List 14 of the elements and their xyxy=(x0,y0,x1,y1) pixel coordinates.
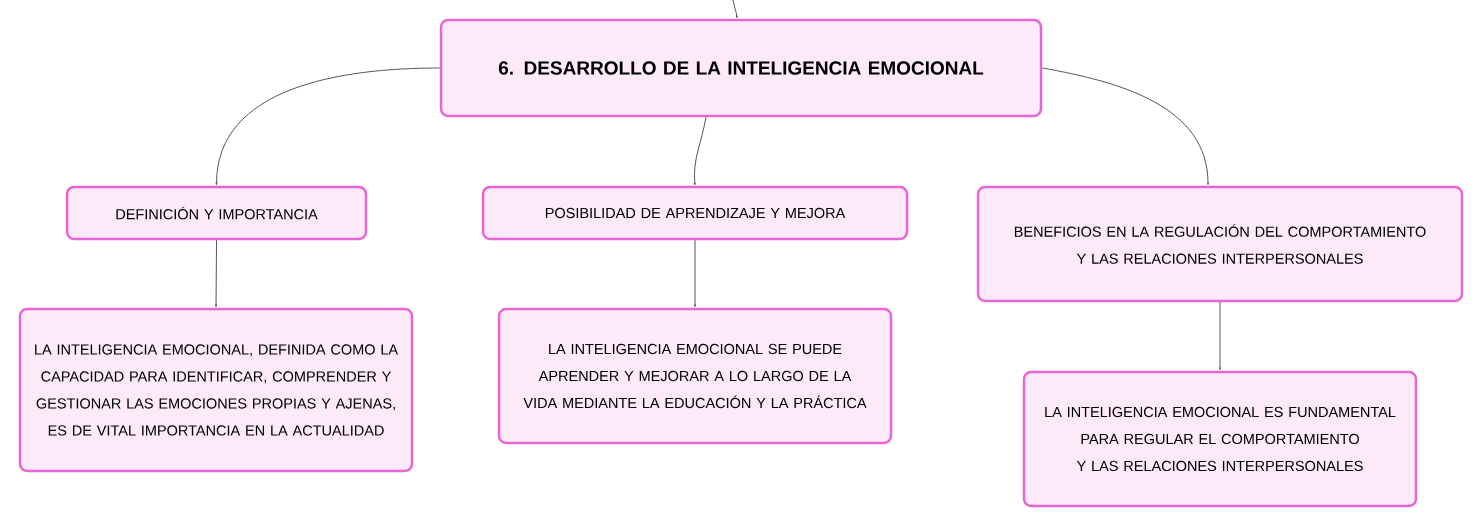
concept-box: LA INTELIGENCIA EMOCIONAL ES FUNDAMENTAL PARA REGULAR EL COMPORTAMIENTO Y LAS RELACIONES INTERPERSONALES xyxy=(1022,370,1418,508)
arrow xyxy=(1041,67,1210,186)
concept-box: POSIBILIDAD DE APRENDIZAJE Y MEJORA xyxy=(481,185,909,241)
arrow xyxy=(732,0,738,19)
concept-box: DEFINICIÓN Y IMPORTANCIA xyxy=(65,185,368,241)
arrow xyxy=(214,239,218,308)
concept-box: LA INTELIGENCIA EMOCIONAL SE PUEDE APRENDER Y MEJORAR A LO LARGO DE LA VIDA MEDIANTE LA EDUCACIÓN Y LA PRÁCTICA xyxy=(497,307,893,445)
topic-box: 6. DESARROLLO DE LA INTELIGENCIA EMOCIONAL xyxy=(439,18,1043,118)
arrow xyxy=(693,239,697,308)
arrow xyxy=(693,116,707,186)
arrow xyxy=(215,67,441,186)
concept-box: LA INTELIGENCIA EMOCIONAL, DEFINIDA COMO LA CAPACIDAD PARA IDENTIFICAR, COMPRENDER Y GESTIONAR LAS EMOCIONES PROPIAS Y AJENAS, ES DE VITAL IMPORTANCIA EN LA ACTUALIDAD xyxy=(18,307,414,473)
arrow xyxy=(1218,301,1222,371)
concept-box: BENEFICIOS EN LA REGULACIÓN DEL COMPORTAMIENTO Y LAS RELACIONES INTERPERSONALES xyxy=(976,185,1464,303)
